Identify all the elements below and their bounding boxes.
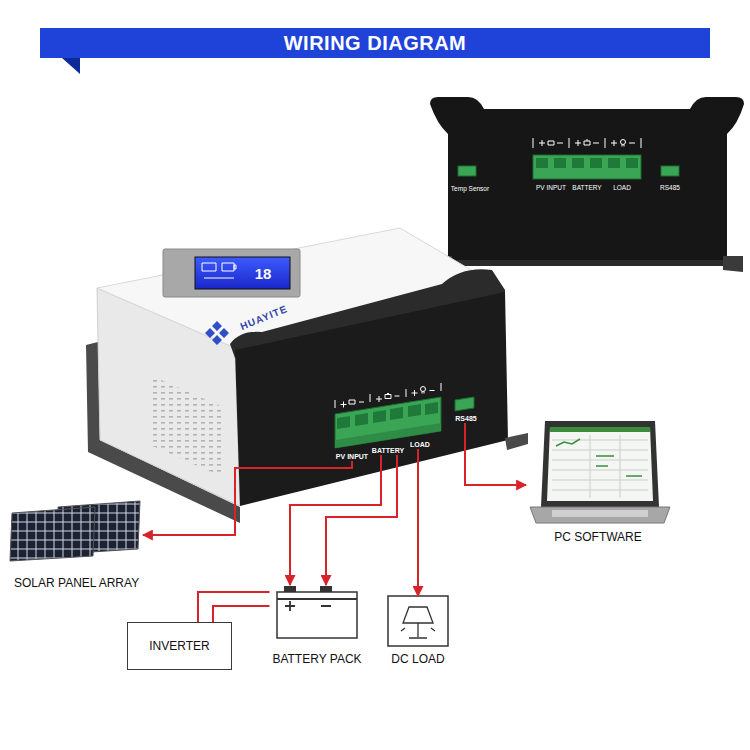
device-label: INVERTER [149, 639, 209, 653]
wire [143, 461, 352, 535]
laptop-screen [541, 421, 659, 507]
brand-name: HUAYITE [239, 304, 289, 332]
battery-terminal [284, 586, 296, 592]
terminal-symbols [533, 138, 641, 148]
wire [417, 449, 419, 596]
lcd-icons [202, 263, 236, 278]
terminal-label: LOAD [613, 185, 631, 192]
device-label: DC LOAD [391, 652, 444, 666]
diagram-title: WIRING DIAGRAM [40, 28, 710, 58]
laptop-keyboard [552, 510, 648, 517]
terminal-node: PV INPUT [334, 452, 370, 461]
terminal-symbols [335, 383, 441, 408]
terminal-block [335, 397, 441, 448]
terminal-screws [536, 158, 638, 168]
banner-fold [62, 58, 80, 74]
mounting-foot [505, 433, 528, 450]
device-label: PC SOFTWARE [554, 530, 642, 544]
wire [465, 423, 526, 485]
battery-signs [277, 599, 357, 611]
terminal-node: LOAD [409, 440, 432, 449]
terminal-label: LOAD [410, 441, 430, 448]
battery-terminal [320, 586, 332, 592]
lcd-screen [195, 257, 290, 289]
rs485-port [661, 166, 679, 176]
mounting-flange [440, 260, 735, 266]
terminal-block-base [335, 423, 441, 448]
port-label: Temp Sensor [451, 186, 489, 193]
side-vents [150, 375, 225, 478]
terminal-node: BATTERY [370, 446, 406, 455]
port-node: RS485 [454, 414, 479, 423]
terminal-label: BATTERY [372, 447, 404, 454]
terminal-screws [337, 402, 438, 429]
solar-panel-node: SOLAR PANEL ARRAY [12, 500, 143, 593]
software-header [550, 427, 650, 432]
wire [198, 592, 270, 622]
lcd-reading: 18 [255, 266, 272, 281]
terminal-block [533, 155, 641, 179]
wire [326, 455, 397, 585]
title-banner [40, 28, 710, 58]
controller-housing [430, 97, 744, 262]
terminal-label: PV INPUT [536, 185, 566, 192]
device-label: SOLAR PANEL ARRAY [14, 576, 139, 590]
laptop-display [547, 427, 653, 501]
port-label: RS485 [660, 185, 680, 192]
battery-body [277, 592, 357, 638]
terminal-label: BATTERY [572, 185, 601, 192]
lamp-symbol [401, 607, 435, 638]
rs485-port [455, 397, 474, 411]
battery-node: BATTERY PACK [270, 585, 365, 669]
wire [213, 606, 270, 622]
brand-mark [205, 321, 229, 345]
pc-node: PC SOFTWARE [526, 418, 670, 547]
load-box [388, 596, 448, 646]
software-grid [552, 435, 648, 498]
mounting-foot [723, 256, 743, 272]
terminal-label: PV INPUT [336, 453, 368, 460]
solar-panel [10, 507, 95, 561]
temp-sensor-port [458, 166, 476, 176]
device-label: BATTERY PACK [272, 652, 361, 666]
software-chart [556, 439, 642, 476]
wire [290, 455, 381, 585]
port-label: RS485 [455, 415, 476, 422]
inverter-box: INVERTER [127, 622, 232, 670]
display-bezel [163, 249, 300, 297]
front-face [235, 292, 508, 506]
dc-load-node: DC LOAD [387, 596, 449, 669]
laptop-base [530, 507, 670, 523]
